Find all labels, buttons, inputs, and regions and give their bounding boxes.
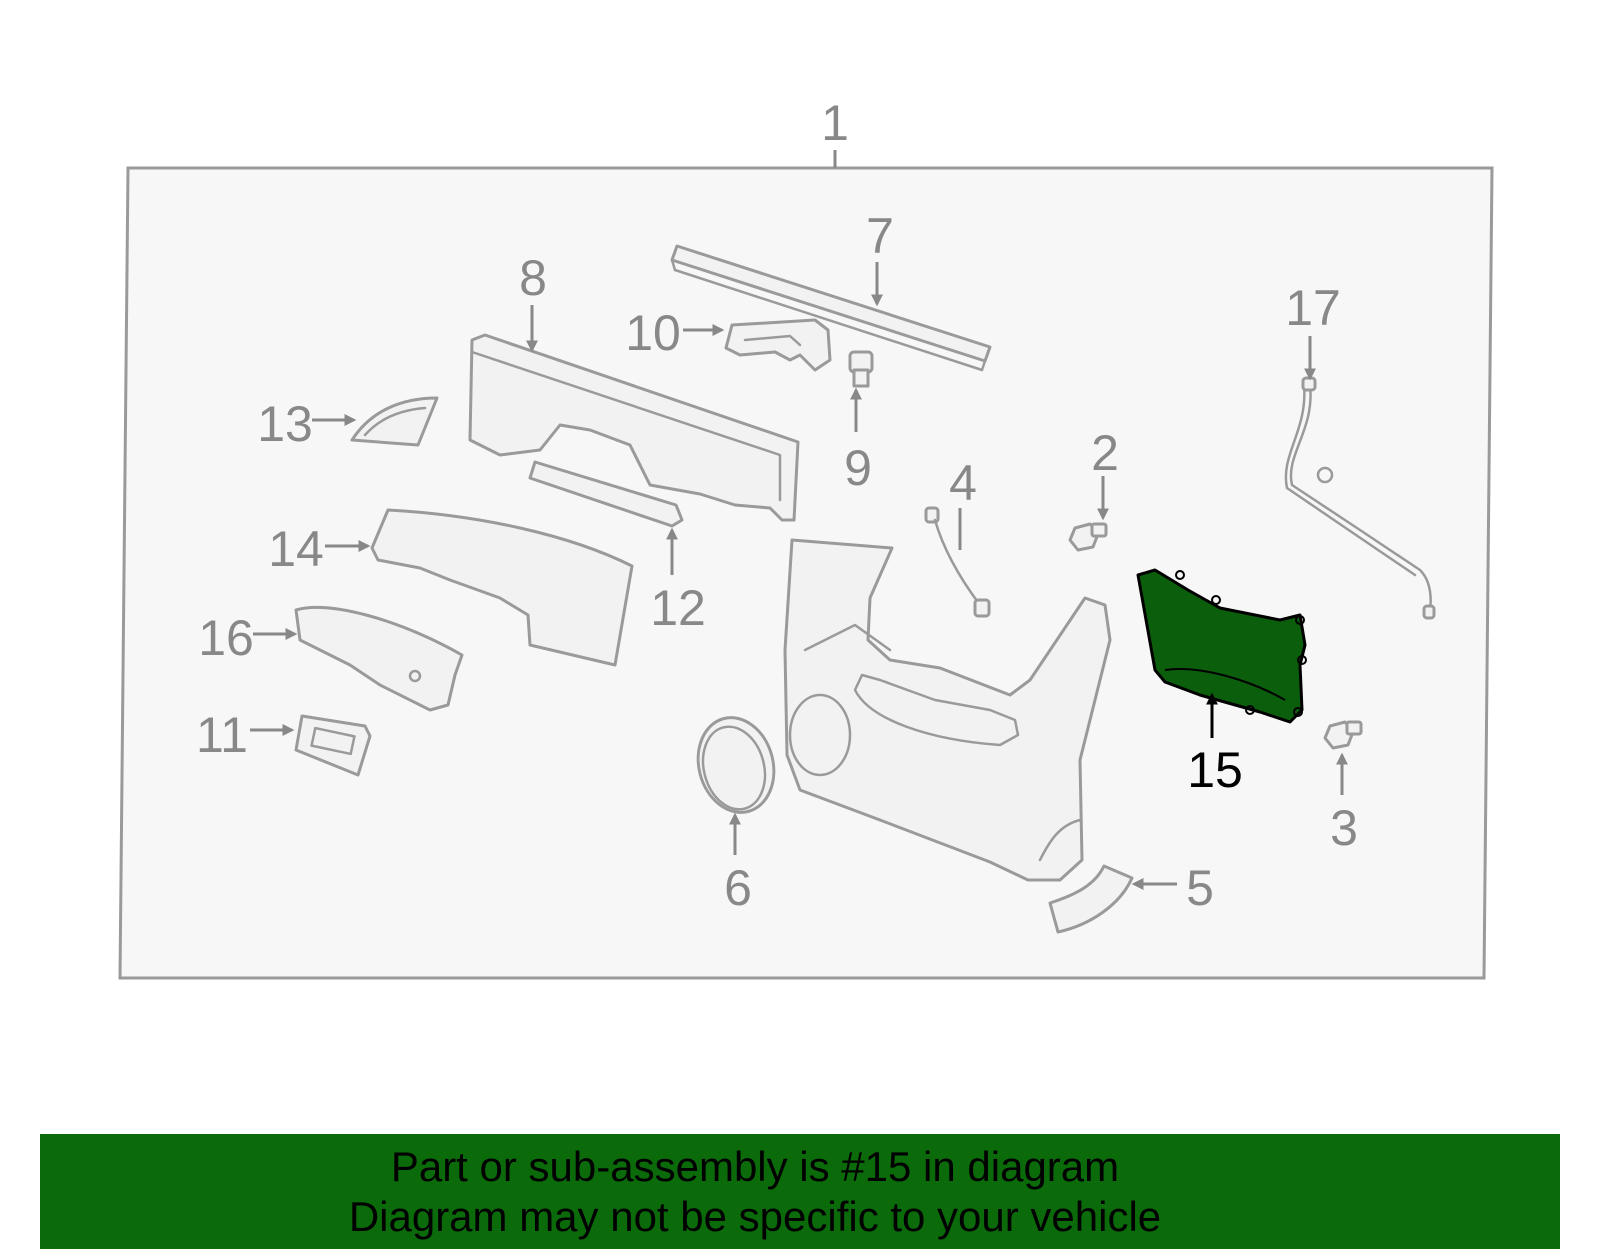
part-4-wire[interactable] [924,506,991,618]
callout-9: 9 [844,440,872,496]
callout-17: 17 [1285,280,1341,336]
callout-11: 11 [196,707,248,763]
callout-5: 5 [1186,860,1214,916]
callout-6: 6 [724,860,752,916]
banner-line-1: Part or sub-assembly is #15 in diagram [390,1142,1120,1190]
part-2-screw[interactable] [1068,522,1108,552]
part-14-armrest-panel[interactable] [370,508,634,667]
part-3-screw[interactable] [1323,720,1363,750]
callout-12: 12 [650,580,706,636]
part-8-upper-panel[interactable] [468,333,800,522]
callout-3: 3 [1330,800,1358,856]
callout-14: 14 [268,521,324,577]
part-6-speaker-grille[interactable] [688,709,784,821]
banner-line-2: Diagram may not be specific to your vehi… [348,1192,1162,1240]
part-17-rod[interactable] [1284,376,1436,620]
part-16-switch-panel[interactable] [294,606,464,712]
part-12-strip[interactable] [528,460,684,528]
callout-13: 13 [257,396,313,452]
callout-2: 2 [1091,425,1119,481]
callout-4: 4 [949,455,977,511]
part-10-bracket[interactable] [724,318,832,372]
callout-15: 15 [1187,742,1243,798]
part-15-pocket-highlighted[interactable] [1136,568,1307,724]
door-trim-panel[interactable] [783,538,1112,882]
part-13-bezel[interactable] [350,396,439,447]
callout-1: 1 [821,95,849,151]
info-banner: Part or sub-assembly is #15 in diagram D… [40,1134,1560,1249]
callout-16: 16 [198,610,254,666]
part-9-clip[interactable] [848,350,874,388]
callout-10: 10 [625,305,681,361]
callout-8: 8 [519,250,547,306]
callout-7: 7 [866,208,894,264]
part-7-strip[interactable] [670,244,992,372]
part-11-switch[interactable] [294,714,372,777]
